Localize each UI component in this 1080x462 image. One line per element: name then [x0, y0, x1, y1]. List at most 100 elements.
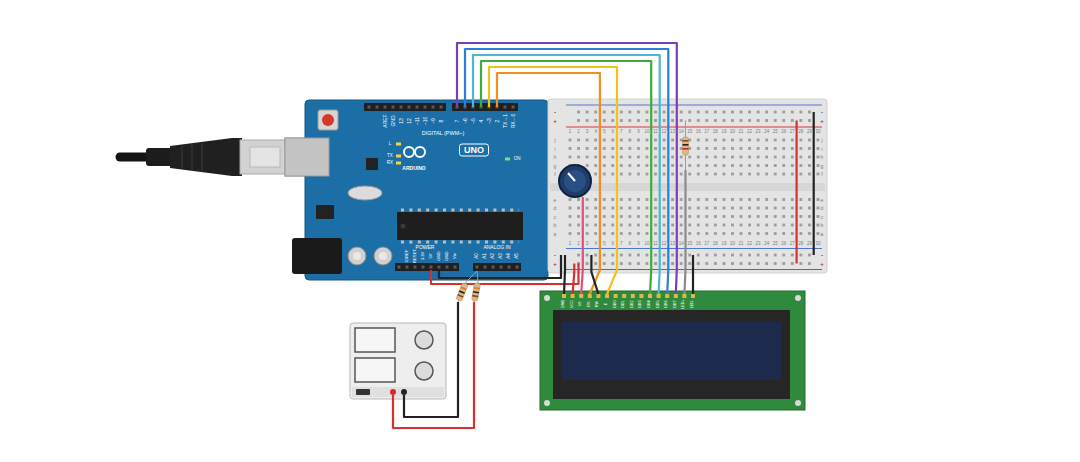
row-letter: c [820, 214, 823, 219]
pin-label: 7 [455, 120, 460, 123]
pin-label: GND [391, 115, 396, 126]
column-number: 24 [764, 129, 770, 134]
row-letter: j [821, 138, 823, 143]
board-heading: DIGITAL (PWM~) [422, 131, 465, 137]
column-number: 11 [653, 129, 658, 134]
column-number: 11 [653, 241, 658, 246]
row-letter: g [820, 163, 823, 168]
column-number: 2 [577, 241, 580, 246]
lcd-pin-label: RW [596, 301, 600, 307]
lcd-pin-label: DB7 [674, 300, 678, 307]
breadboard-body [548, 99, 827, 273]
led-label: ON [514, 157, 521, 162]
resistor [471, 283, 480, 302]
board-heading: ANALOG IN [483, 245, 510, 250]
supply-display [355, 358, 395, 382]
usb-port [285, 138, 329, 176]
column-number: 17 [704, 241, 710, 246]
pin-header-holes [395, 263, 459, 271]
column-number: 25 [772, 241, 778, 246]
mount-hole [544, 295, 550, 301]
pin-header [473, 263, 521, 271]
column-number: 7 [620, 129, 623, 134]
column-number: 6 [611, 241, 614, 246]
mount-hole [795, 400, 801, 406]
usb-port [285, 138, 329, 176]
wire [481, 61, 651, 294]
rail-sign: - [554, 252, 557, 258]
pin-label: 8 [439, 120, 444, 123]
pin-header-holes [473, 263, 521, 271]
column-number: 9 [637, 241, 640, 246]
column-number: 7 [620, 241, 623, 246]
column-number: 29 [807, 129, 813, 134]
usb-plug-metal [240, 140, 288, 174]
wire [692, 255, 694, 294]
column-number: 16 [695, 129, 701, 134]
logo [415, 147, 425, 157]
column-number: 21 [738, 129, 744, 134]
row-letter: f [554, 172, 556, 177]
pin-label: GND [437, 251, 441, 260]
column-number: 1 [568, 241, 571, 246]
pin-label: 4 [479, 120, 484, 123]
row-letter: a [553, 231, 556, 236]
lcd-16x2 [540, 291, 805, 410]
pot-body [559, 165, 591, 197]
wire [581, 197, 583, 294]
lcd-pin-label: DB2 [631, 300, 635, 307]
rail-sign: + [553, 118, 557, 124]
pin-label: ~6 [463, 118, 468, 124]
column-number: 21 [738, 241, 744, 246]
model-label: UNO [459, 144, 489, 157]
atmega-chip [397, 212, 523, 240]
usb-grip [202, 143, 203, 171]
row-letter: e [553, 197, 556, 202]
wire [564, 255, 565, 294]
column-number: 20 [730, 129, 736, 134]
resistor-lead [477, 271, 478, 282]
column-number: 15 [687, 129, 693, 134]
capacitor [374, 247, 392, 265]
column-number: 20 [730, 241, 736, 246]
column-number: 28 [798, 241, 804, 246]
row-letter: d [553, 206, 556, 211]
led [396, 162, 401, 165]
rail-line [566, 248, 822, 249]
column-number: 8 [628, 241, 631, 246]
column-number: 27 [789, 129, 795, 134]
row-letter: h [820, 155, 823, 160]
column-number: 19 [721, 241, 727, 246]
column-number: 23 [755, 129, 761, 134]
brand-label: ARDUINO [402, 166, 425, 171]
resistor-body [683, 137, 689, 155]
pin-label: Vin [453, 253, 457, 259]
pin-label: 12 [407, 118, 412, 124]
supply-switch [356, 389, 370, 395]
terminal-holes [566, 136, 823, 179]
rail-sign: + [820, 118, 824, 124]
usb-strain-relief [146, 148, 174, 166]
column-number: 4 [594, 129, 597, 134]
pin-label: ~11 [415, 117, 420, 125]
lcd-screen [562, 322, 781, 380]
lcd-pin-label: VCC [571, 300, 575, 308]
column-number: 13 [670, 241, 676, 246]
column-number: 14 [678, 129, 684, 134]
column-number: 2 [577, 129, 580, 134]
capacitor-top [379, 252, 387, 260]
crystal [348, 186, 382, 200]
column-number: 13 [670, 129, 676, 134]
pin-header-holes [452, 103, 518, 111]
wire [404, 302, 458, 417]
column-number: 22 [747, 129, 753, 134]
resistor [683, 121, 689, 171]
column-number: 17 [704, 129, 710, 134]
led-label: L [389, 142, 392, 147]
led [505, 158, 510, 161]
pin-header [452, 103, 518, 111]
rail-line [566, 127, 822, 128]
led-label: RX [387, 161, 393, 166]
column-number: 5 [603, 241, 606, 246]
